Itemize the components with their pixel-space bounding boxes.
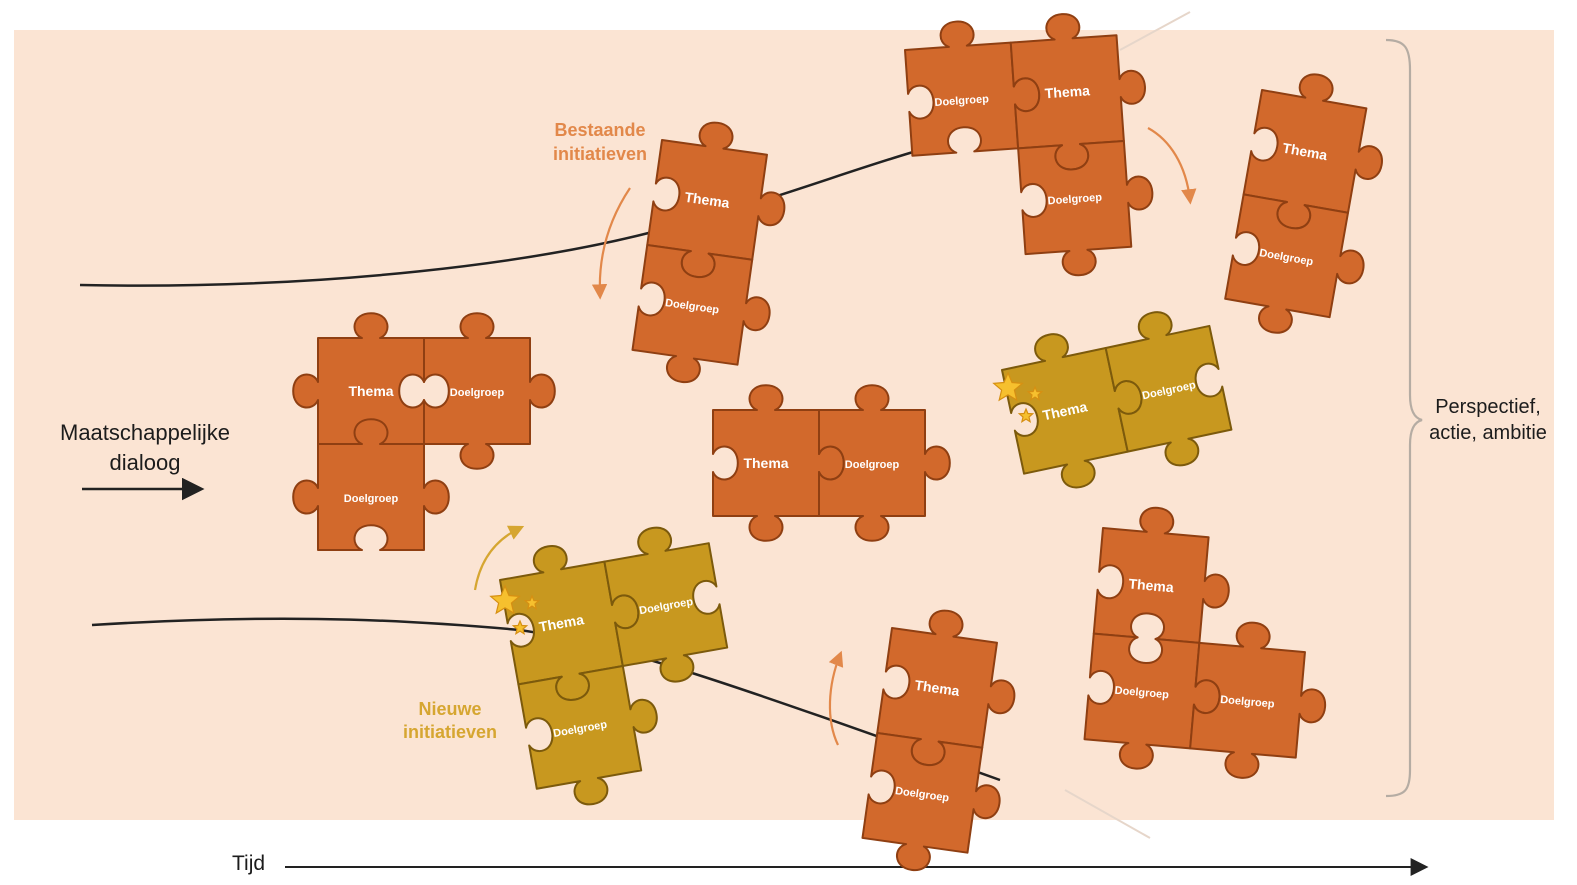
piece-label-theme: Thema — [1044, 82, 1090, 101]
piece-label-target: Doelgroep — [344, 493, 399, 505]
dialogue-label: Maatschappelijke dialoog — [40, 418, 250, 478]
time-axis-label: Tijd — [232, 852, 265, 876]
new-initiatives-label: Nieuwe initiatieven — [385, 698, 515, 744]
piece-label-theme: Thema — [743, 455, 788, 471]
piece-label-target: Doelgroep — [845, 459, 900, 471]
piece-label-target: Doelgroep — [450, 387, 505, 399]
outcome-label: Perspectief, actie, ambitie — [1414, 394, 1562, 446]
piece-label-theme: Thema — [348, 383, 393, 399]
existing-initiatives-label: Bestaande initiatieven — [530, 118, 670, 166]
